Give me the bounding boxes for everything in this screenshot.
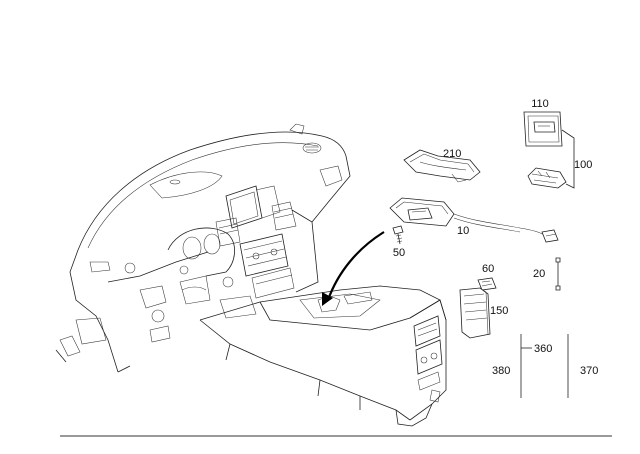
part-60 — [477, 277, 497, 291]
parts-360-370-380 — [520, 334, 569, 398]
label-370: 370 — [580, 365, 598, 377]
part-10 — [389, 197, 559, 243]
pointer-arrow — [322, 231, 385, 306]
label-100: 100 — [574, 159, 592, 171]
part-20 — [555, 257, 561, 291]
part-210 — [403, 149, 481, 183]
label-360: 360 — [534, 343, 552, 355]
center-console — [199, 285, 447, 427]
label-150: 150 — [490, 305, 508, 317]
label-110: 110 — [531, 98, 549, 110]
bracket-100 — [561, 129, 575, 189]
label-210: 210 — [443, 148, 461, 160]
part-key-fob — [527, 167, 567, 189]
part-50 — [392, 225, 404, 245]
part-110 — [523, 111, 563, 147]
dashboard-assembly — [55, 123, 351, 373]
part-150 — [459, 287, 491, 339]
label-10: 10 — [457, 225, 469, 237]
label-20: 20 — [533, 268, 545, 280]
label-50: 50 — [393, 247, 405, 259]
label-380: 380 — [492, 365, 510, 377]
label-60: 60 — [482, 263, 494, 275]
